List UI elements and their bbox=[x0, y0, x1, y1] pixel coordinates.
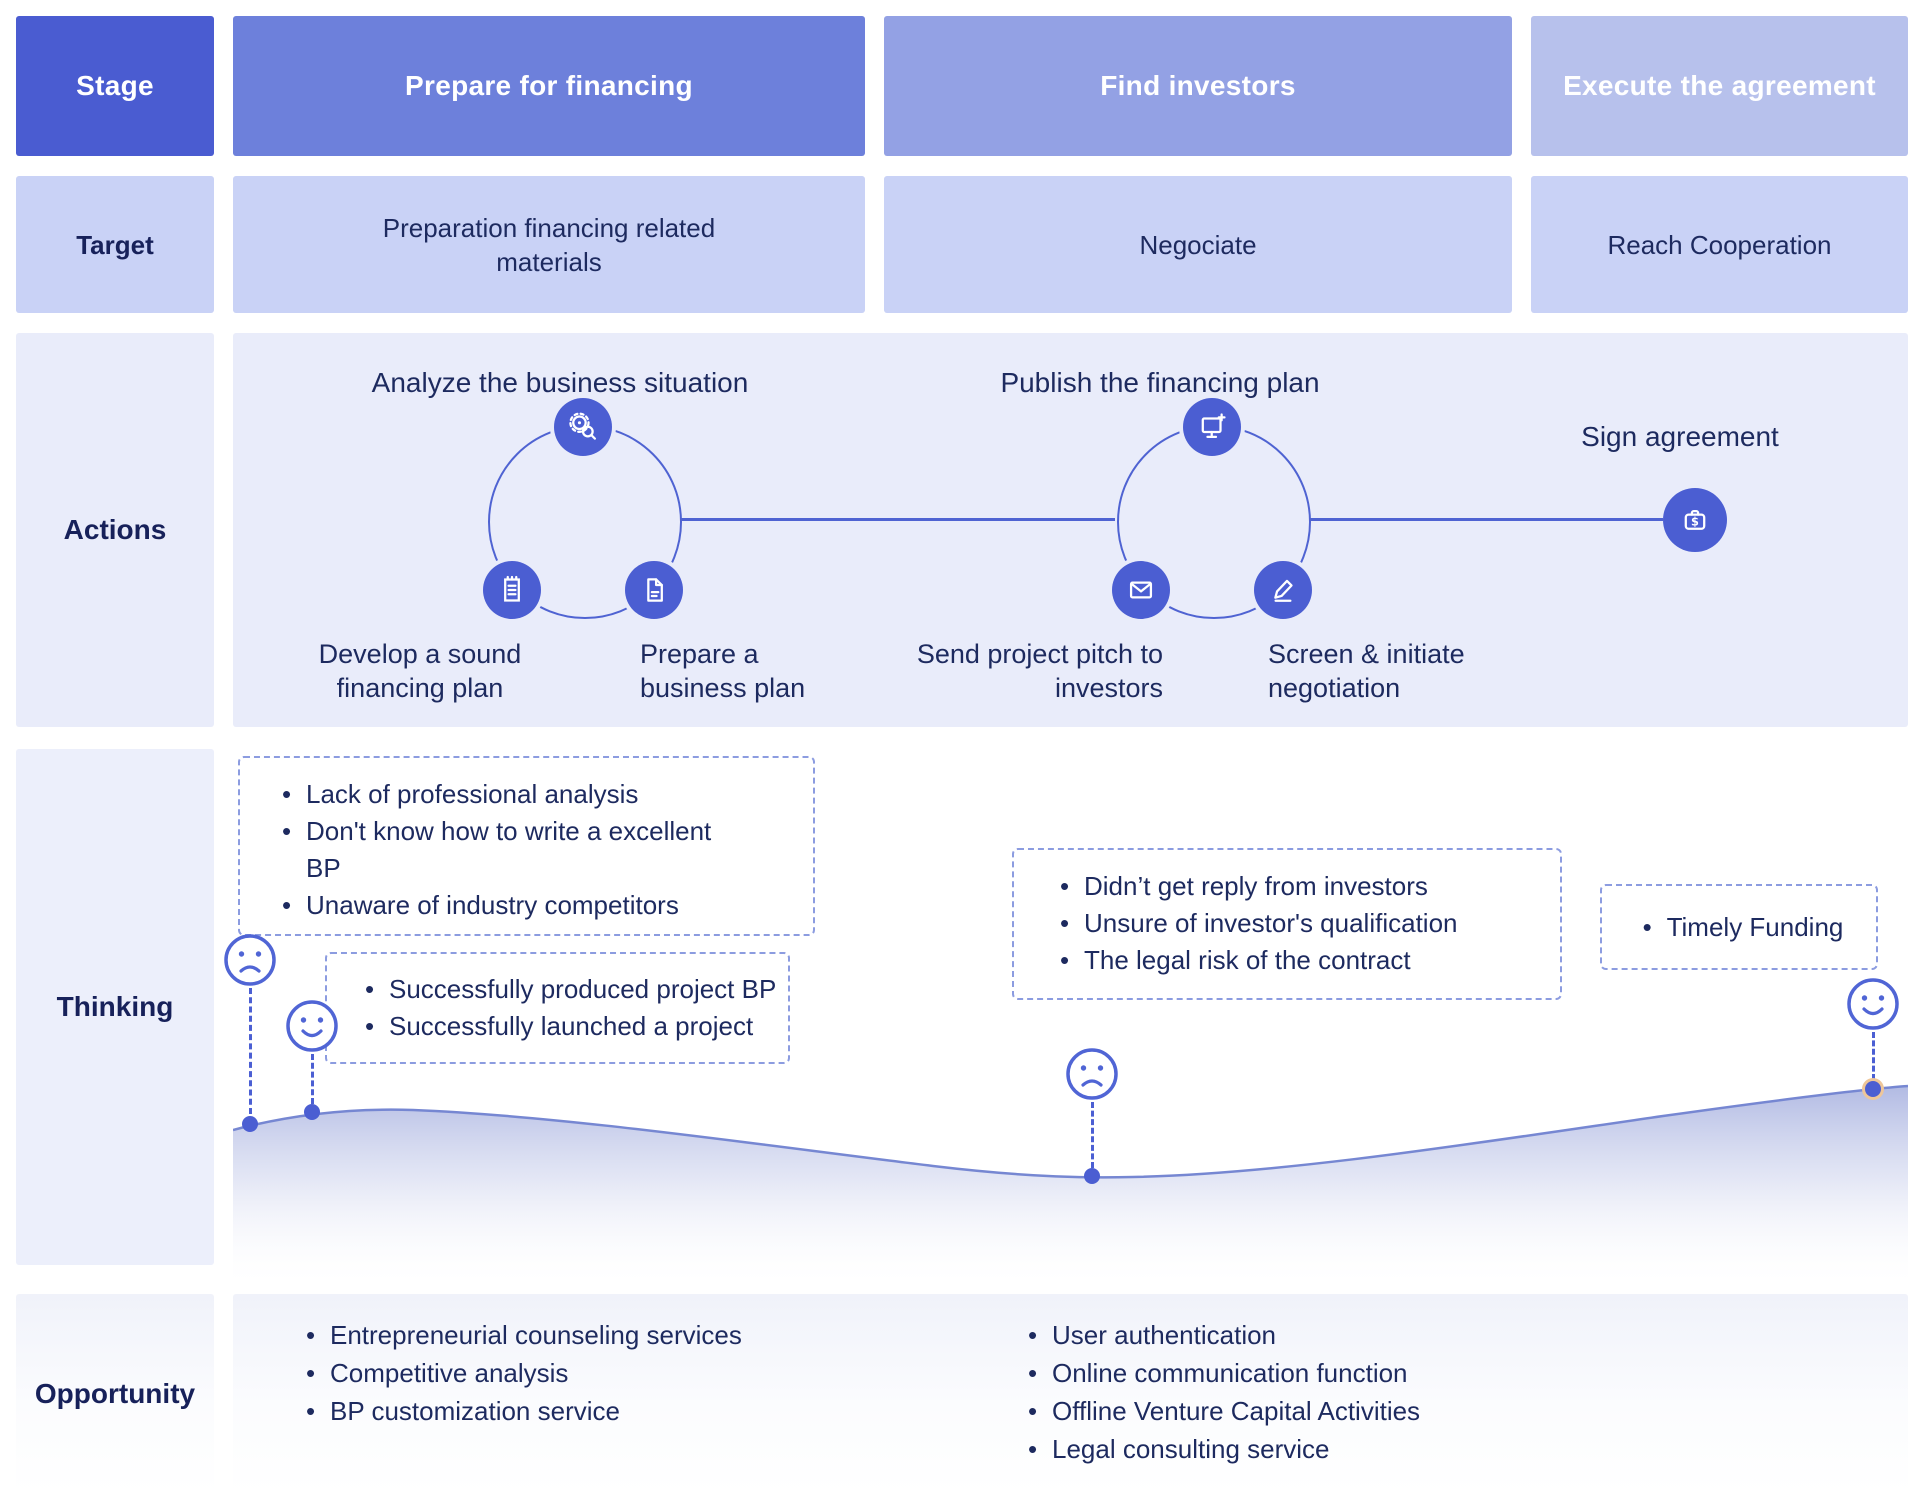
face-stem bbox=[248, 988, 252, 1114]
pain-box-prepare: Lack of professional analysis Don't know… bbox=[238, 756, 815, 936]
gain-item: Timely Funding bbox=[1635, 909, 1844, 946]
opportunity-item: Competitive analysis bbox=[300, 1354, 742, 1392]
thinking-row-label: Thinking bbox=[16, 749, 214, 1265]
opportunity-item: Legal consulting service bbox=[1022, 1430, 1420, 1468]
action-label-prepare: Prepare a business plan bbox=[640, 639, 806, 703]
stage-row-label: Stage bbox=[16, 16, 214, 156]
target-prepare: Preparation financing related materials bbox=[382, 212, 716, 277]
sad-face-icon bbox=[1066, 1048, 1118, 1100]
pain-item: The legal risk of the contract bbox=[1052, 942, 1552, 979]
actions-row-label: Actions bbox=[16, 333, 214, 727]
pain-item: Didn’t get reply from investors bbox=[1052, 868, 1552, 905]
gain-item: Successfully launched a project bbox=[357, 1008, 780, 1045]
pain-item: Lack of professional analysis bbox=[274, 776, 803, 813]
document-icon bbox=[625, 561, 683, 619]
pain-item: Unaware of industry competitors bbox=[274, 887, 803, 924]
face-stem bbox=[1871, 1032, 1875, 1080]
opportunity-item: Entrepreneurial counseling services bbox=[300, 1316, 742, 1354]
stage-header-find-investors: Find investors bbox=[884, 16, 1512, 156]
briefcase-dollar-icon: $ bbox=[1663, 488, 1727, 552]
stage-header-prepare: Prepare for financing bbox=[233, 16, 865, 156]
gain-box-agreement: Timely Funding bbox=[1600, 884, 1878, 970]
curve-point-2 bbox=[304, 1104, 320, 1120]
pain-item: Don't know how to write a excellent BP bbox=[274, 813, 746, 887]
curve-point-4 bbox=[1865, 1081, 1881, 1097]
action-label-send: Send project pitch to investors bbox=[916, 639, 1163, 703]
face-stem bbox=[310, 1054, 314, 1104]
opportunity-item: User authentication bbox=[1022, 1316, 1420, 1354]
stage-header-execute: Execute the agreement bbox=[1531, 16, 1908, 156]
pencil-icon bbox=[1254, 561, 1312, 619]
connector-line-1 bbox=[680, 518, 1115, 521]
curve-point-3 bbox=[1084, 1168, 1100, 1184]
happy-face-icon bbox=[1847, 978, 1899, 1030]
gain-item: Successfully produced project BP bbox=[357, 971, 780, 1008]
svg-text:$: $ bbox=[1691, 515, 1699, 529]
gain-box-prepare: Successfully produced project BP Success… bbox=[325, 952, 790, 1064]
target-cooperation: Reach Cooperation bbox=[1531, 176, 1908, 313]
opportunity-item: Offline Venture Capital Activities bbox=[1022, 1392, 1420, 1430]
happy-face-icon bbox=[286, 1000, 338, 1052]
opportunity-list-invest: User authentication Online communication… bbox=[1022, 1316, 1420, 1468]
action-title-publish: Publish the financing plan bbox=[1000, 367, 1320, 398]
pain-box-invest: Didn’t get reply from investors Unsure o… bbox=[1012, 848, 1562, 1000]
opportunity-item: BP customization service bbox=[300, 1392, 742, 1430]
opportunity-row-label: Opportunity bbox=[16, 1294, 214, 1494]
target-row-label: Target bbox=[16, 176, 214, 313]
envelope-icon bbox=[1112, 561, 1170, 619]
clipboard-icon bbox=[483, 561, 541, 619]
emotion-curve bbox=[233, 1084, 1908, 1300]
connector-line-2 bbox=[1309, 518, 1663, 521]
face-stem bbox=[1090, 1102, 1094, 1168]
action-label-develop: Develop a sound financing plan bbox=[318, 639, 522, 703]
opportunity-item: Online communication function bbox=[1022, 1354, 1420, 1392]
target-negotiate: Negociate bbox=[884, 176, 1512, 313]
gear-search-icon bbox=[554, 398, 612, 456]
action-label-screen: Screen & initiate negotiation bbox=[1268, 639, 1465, 703]
monitor-add-icon bbox=[1183, 398, 1241, 456]
opportunity-list-prepare: Entrepreneurial counseling services Comp… bbox=[300, 1316, 742, 1430]
action-title-sign: Sign agreement bbox=[1581, 421, 1779, 452]
action-title-analyze: Analyze the business situation bbox=[371, 367, 749, 398]
pain-item: Unsure of investor's qualification bbox=[1052, 905, 1552, 942]
curve-point-1 bbox=[242, 1116, 258, 1132]
sad-face-icon bbox=[224, 934, 276, 986]
